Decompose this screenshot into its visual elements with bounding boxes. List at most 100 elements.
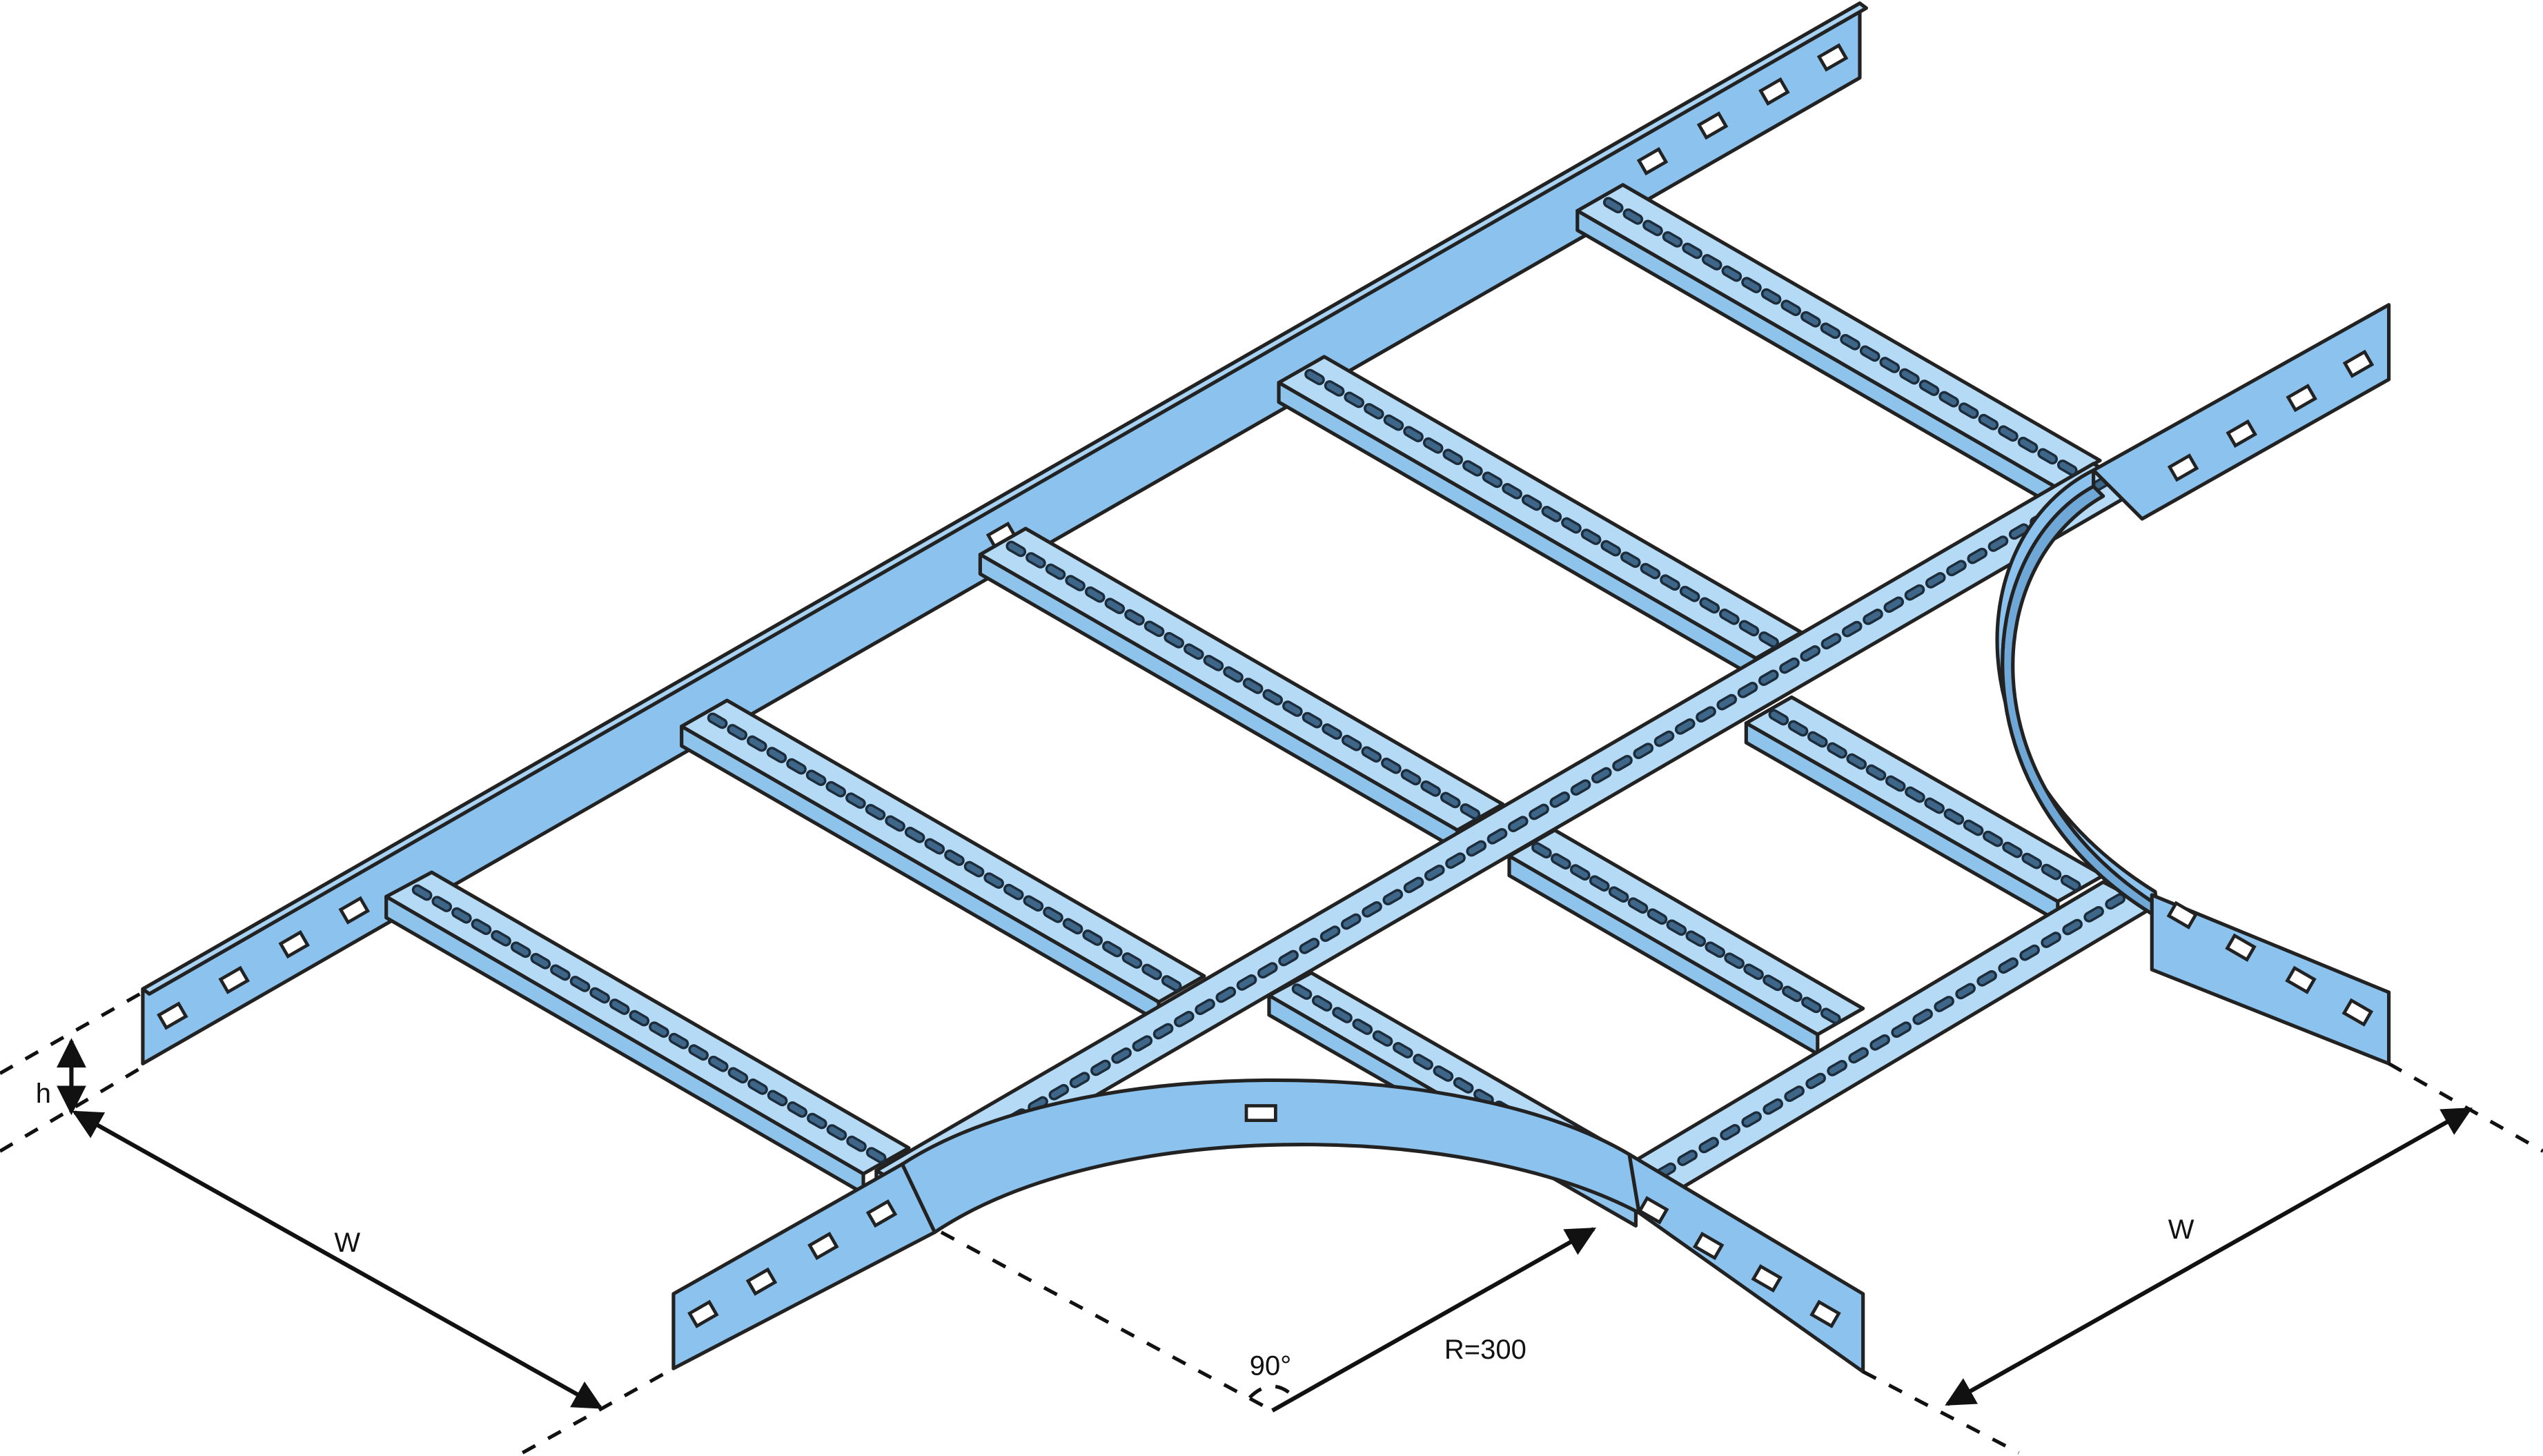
rung-hole	[1741, 277, 1762, 293]
rung-hole	[767, 1090, 788, 1107]
rung-hole	[1883, 596, 1905, 613]
rung-hole	[1570, 779, 1591, 796]
rung-hole	[1482, 471, 1503, 489]
rung-hole	[1699, 597, 1720, 614]
rung-hole	[1602, 197, 1624, 214]
rung-hole	[904, 827, 925, 843]
rung-hole	[1319, 925, 1341, 943]
rung-hole	[1719, 608, 1740, 625]
rung-hole	[1460, 803, 1481, 820]
rung-hole	[1924, 797, 1945, 814]
rung-hole	[1422, 437, 1444, 454]
rung-hole	[1840, 333, 1860, 351]
rung-hole	[1943, 808, 1965, 825]
rung-hole	[1807, 731, 1828, 748]
rung-hole	[1242, 678, 1264, 694]
rung-hole	[2041, 932, 2061, 948]
rung-hole	[1633, 742, 1654, 760]
rung-hole	[1963, 819, 1984, 836]
rung-hole	[1069, 1072, 1090, 1088]
rung-hole	[1827, 1060, 1847, 1076]
rung-hole	[2083, 906, 2104, 923]
front-side-rail	[671, 1078, 1865, 1374]
rung-hole	[983, 872, 1004, 889]
rung-hole	[727, 1067, 749, 1084]
rung-hole	[1679, 585, 1700, 602]
rung-hole	[1161, 975, 1182, 992]
rung-hole	[1905, 786, 1925, 803]
rung-hole	[1299, 937, 1320, 954]
rung-hole	[1549, 791, 1571, 808]
rung-hole	[1946, 560, 1967, 577]
rung-hole	[1195, 998, 1215, 1016]
rung-hole	[1716, 693, 1738, 711]
rung-hole	[471, 918, 492, 936]
rung-hole	[1341, 913, 1362, 930]
rung-hole	[1653, 730, 1675, 747]
rung-hole	[1879, 357, 1901, 373]
rung-hole	[805, 769, 827, 787]
radius-label: R=300	[1444, 1335, 1526, 1365]
rung-hole	[787, 1101, 808, 1118]
rung-hole	[1043, 906, 1063, 923]
rung-hole	[1705, 941, 1726, 958]
rung-hole	[1152, 1023, 1174, 1040]
rung-hole	[2041, 863, 2062, 881]
rung-hole	[1502, 482, 1522, 500]
rung-hole	[1580, 529, 1602, 545]
rung-hole	[1541, 506, 1562, 522]
rung-hole	[963, 860, 985, 878]
angle-label: 90°	[1250, 1351, 1291, 1381]
rung-hole	[1848, 1047, 1869, 1064]
rung-hole	[1084, 586, 1106, 603]
rung-hole	[1701, 254, 1722, 270]
rung-hole	[1958, 402, 1979, 419]
width-right-label: W	[2168, 1214, 2195, 1245]
rung-hole	[707, 712, 728, 729]
rung-hole	[1090, 1059, 1111, 1076]
rung-hole	[1841, 620, 1863, 638]
rung-hole	[924, 838, 945, 855]
rung-hole	[1223, 666, 1244, 683]
rung-hole	[1891, 1021, 1912, 1039]
rail-slots	[157, 43, 1849, 1030]
rung-hole	[1627, 897, 1649, 914]
rung-hole	[668, 1032, 689, 1050]
rung-hole	[944, 849, 965, 866]
rung-hole	[1403, 426, 1424, 442]
rung-hole	[707, 1055, 729, 1072]
rung-hole	[1589, 875, 1610, 892]
rung-hole	[1104, 598, 1126, 615]
rung-hole	[1143, 620, 1165, 638]
rung-hole	[1820, 633, 1842, 650]
rung-hole	[1685, 930, 1707, 947]
rung-hole	[1531, 842, 1552, 859]
rung-hole	[1660, 574, 1680, 591]
rung-hole	[1805, 1072, 1826, 1090]
rung-hole	[1846, 753, 1867, 770]
rung-hole	[1642, 219, 1663, 237]
rung-hole	[1976, 970, 1997, 987]
rung-hole	[1304, 368, 1325, 386]
rung-hole	[1111, 1047, 1132, 1064]
rung-hole	[807, 1112, 827, 1130]
rung-hole	[1372, 1030, 1393, 1047]
rung-hole	[1801, 996, 1822, 1014]
rung-hole	[1393, 1042, 1413, 1059]
rung-hole	[1738, 620, 1760, 637]
rung-hole	[1647, 908, 1668, 925]
rung-hole	[1440, 791, 1461, 809]
rung-hole	[1291, 983, 1313, 1000]
rung-hole	[1682, 242, 1702, 259]
rung-hole	[1938, 391, 1959, 408]
front-slots	[687, 1196, 1841, 1328]
rung-hole	[1768, 709, 1789, 726]
rung-hole	[1666, 919, 1687, 936]
rung-hole	[431, 896, 453, 912]
rung-hole	[1433, 1065, 1454, 1082]
main-side-rail	[141, 1, 1868, 1065]
rung-hole	[865, 803, 886, 820]
rung-hole	[1420, 780, 1441, 797]
rung-hole	[1466, 840, 1487, 857]
rung-hole	[1885, 775, 1906, 792]
